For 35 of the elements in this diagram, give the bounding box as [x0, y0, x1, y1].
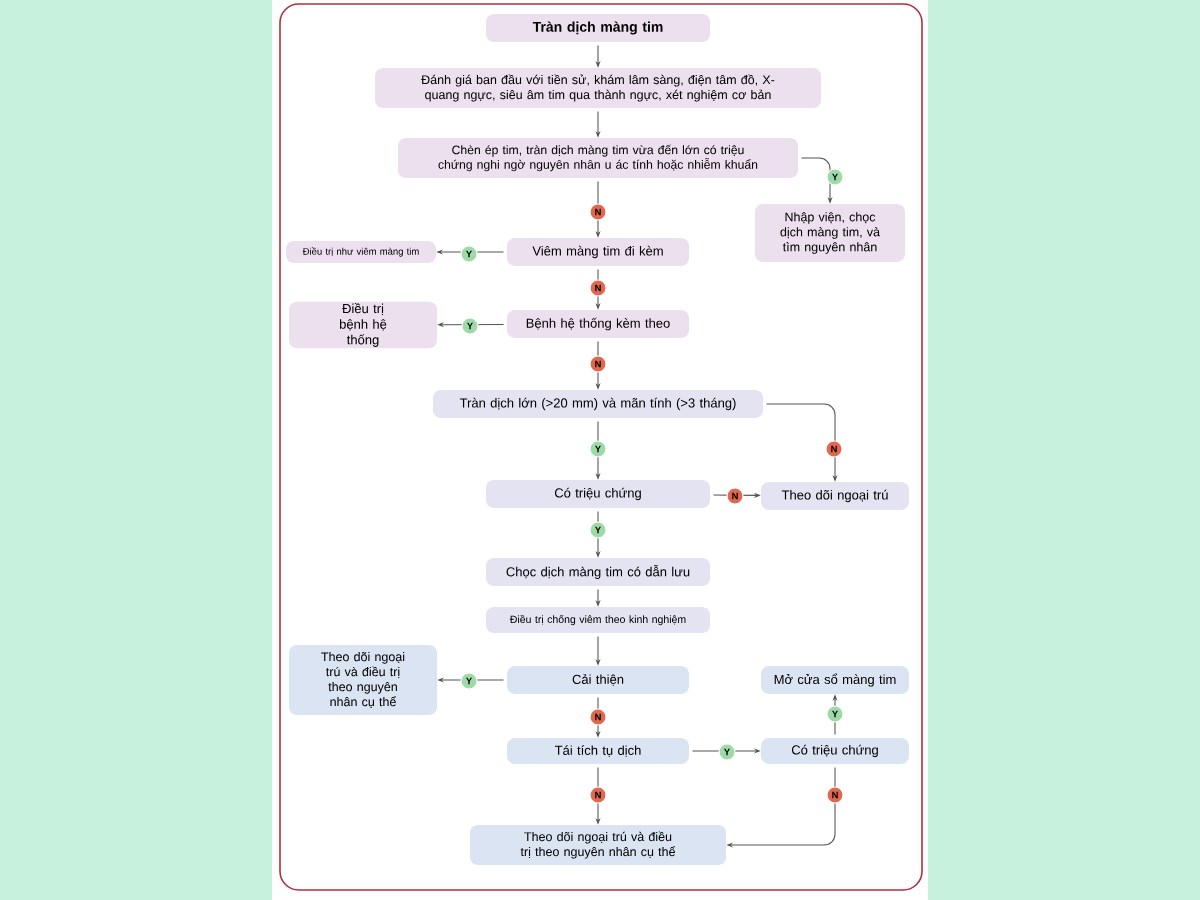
flow-box: Mở cửa sổ màng tim — [761, 666, 909, 694]
edge-label: Y — [826, 168, 844, 186]
edge-label: N — [825, 440, 843, 458]
flow-box: Tràn dịch lớn (>20 mm) và mãn tính (>3 tháng) — [433, 390, 763, 418]
edge-label: Y — [589, 521, 607, 539]
edge-label: N — [589, 203, 607, 221]
flow-box: Đánh giá ban đầu với tiền sử, khám lâm sàng, điện tâm đồ, X-quang ngực, siêu âm tim qua thành ngực, xét nghiệm cơ bản — [375, 68, 821, 108]
edge-label: N — [589, 355, 607, 373]
flow-box: Theo dõi ngoại trú và điều trị theo nguyên nhân cụ thể — [289, 645, 437, 715]
edge-label: Y — [826, 705, 844, 723]
flow-box: Có triệu chứng — [486, 480, 710, 508]
flow-box: Chọc dịch màng tim có dẫn lưu — [486, 558, 710, 586]
flow-box: Điều trị bệnh hệ thống — [289, 301, 437, 349]
edge-label: N — [589, 279, 607, 297]
flow-box: Theo dõi ngoại trú và điều trị theo nguyên nhân cụ thể — [469, 825, 727, 865]
edge-label: N — [826, 786, 844, 804]
flow-box: Chèn ép tim, tràn dịch màng tim vừa đến lớn có triệu chứng nghi ngờ nguyên nhân u ác tính hoặc nhiễm khuẩn — [398, 138, 798, 178]
flow-box: Tràn dịch màng tim — [486, 14, 710, 42]
flow-box: Theo dõi ngoại trú — [761, 482, 909, 510]
edge-label: Y — [460, 245, 478, 263]
edge-label: N — [726, 487, 744, 505]
flow-box: Điều trị như viêm màng tim — [286, 241, 436, 263]
edge-label: N — [589, 786, 607, 804]
edge-label: Y — [589, 440, 607, 458]
edge-label: N — [589, 708, 607, 726]
flow-box: Viêm màng tim đi kèm — [507, 238, 689, 266]
flow-box: Nhập viện, chọc dịch màng tim, và tìm nguyên nhân — [755, 204, 905, 262]
flow-box: Bệnh hệ thống kèm theo — [507, 310, 689, 338]
edge-label: Y — [718, 743, 736, 761]
edge-label: Y — [460, 672, 478, 690]
flow-box: Có triệu chứng — [761, 738, 909, 764]
flow-box: Tái tích tụ dịch — [507, 738, 689, 764]
flow-box: Điều trị chống viêm theo kinh nghiệm — [486, 607, 710, 633]
edge-label: Y — [461, 317, 479, 335]
flow-box: Cải thiện — [507, 666, 689, 694]
